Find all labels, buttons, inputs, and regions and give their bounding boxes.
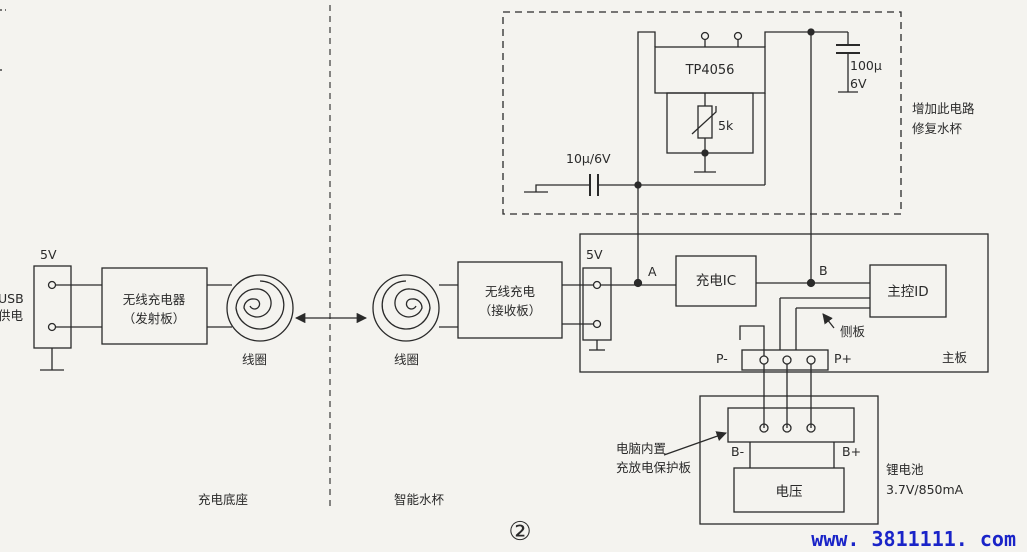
main-board-label: 主板 xyxy=(942,350,968,365)
terminal xyxy=(592,319,602,329)
connector-block xyxy=(741,349,829,371)
wire xyxy=(764,31,848,47)
pin xyxy=(733,31,743,41)
right-coil-label: 线圈 xyxy=(394,352,419,367)
charge-ic-label: 充电IC xyxy=(696,273,736,289)
node-b-label: B xyxy=(819,263,828,278)
wire xyxy=(739,325,765,356)
transmitter-board xyxy=(101,267,208,345)
terminal xyxy=(592,280,602,290)
terminal xyxy=(782,355,792,365)
added-circuit-note: 增加此电路修复水杯 xyxy=(912,101,975,136)
terminal xyxy=(47,280,57,290)
protection-pointer xyxy=(663,431,727,456)
figure-number: ② xyxy=(508,517,531,547)
junction-dot xyxy=(634,181,642,189)
b-plus-label: B+ xyxy=(842,444,861,459)
side-board-label: 侧板 xyxy=(840,324,866,339)
node-a-label: A xyxy=(648,264,657,279)
resistor-frame xyxy=(666,92,754,154)
wire xyxy=(535,184,590,192)
input-port-box xyxy=(582,267,612,341)
resistor-adjust-arrow xyxy=(691,106,717,135)
terminal xyxy=(759,355,769,365)
receiver-coil xyxy=(372,274,440,342)
main-controller-label: 主控ID xyxy=(887,284,928,300)
p-minus-label: P- xyxy=(716,351,728,366)
receiver-board xyxy=(457,261,563,339)
terminal xyxy=(47,322,57,332)
left-coil-label: 线圈 xyxy=(242,352,267,367)
cup-caption: 智能水杯 xyxy=(394,492,445,507)
right-5v-label: 5V xyxy=(586,247,603,262)
voltage-label: 电压 xyxy=(776,484,803,500)
usb-port-box xyxy=(33,265,72,349)
terminal xyxy=(759,423,769,433)
p-plus-label: P+ xyxy=(834,351,852,366)
base-caption: 充电底座 xyxy=(198,492,248,507)
battery-outline xyxy=(699,395,879,525)
tp4056-label: TP4056 xyxy=(685,63,735,78)
b-minus-label: B- xyxy=(731,444,744,459)
junction-dot xyxy=(807,28,815,36)
charge-ic-box xyxy=(675,255,757,307)
battery-cell xyxy=(733,467,845,513)
terminal xyxy=(806,355,816,365)
node-a-dot xyxy=(633,278,643,288)
watermark: www. 3811111. com xyxy=(811,527,1016,551)
main-controller-box xyxy=(869,264,947,318)
resistor-label: 5k xyxy=(718,118,734,133)
transmitter-label: 无线充电器（发射板） xyxy=(123,292,186,326)
receiver-label: 无线充电（接收板） xyxy=(479,284,542,318)
side-board-pointer xyxy=(822,313,835,329)
junction-dot xyxy=(701,149,709,157)
protection-board-label: 电脑内置充放电保护板 xyxy=(616,441,692,475)
wire xyxy=(637,31,656,279)
main-board xyxy=(579,233,989,373)
left-5v-label: 5V xyxy=(40,247,57,262)
terminal xyxy=(782,423,792,433)
pin xyxy=(700,31,710,41)
protection-board xyxy=(727,407,855,443)
transmitter-coil xyxy=(226,274,294,342)
added-circuit-box xyxy=(502,11,902,215)
capacitor-10u-label: 10μ/6V xyxy=(566,151,611,166)
node-b-dot xyxy=(806,278,816,288)
terminal xyxy=(806,423,816,433)
